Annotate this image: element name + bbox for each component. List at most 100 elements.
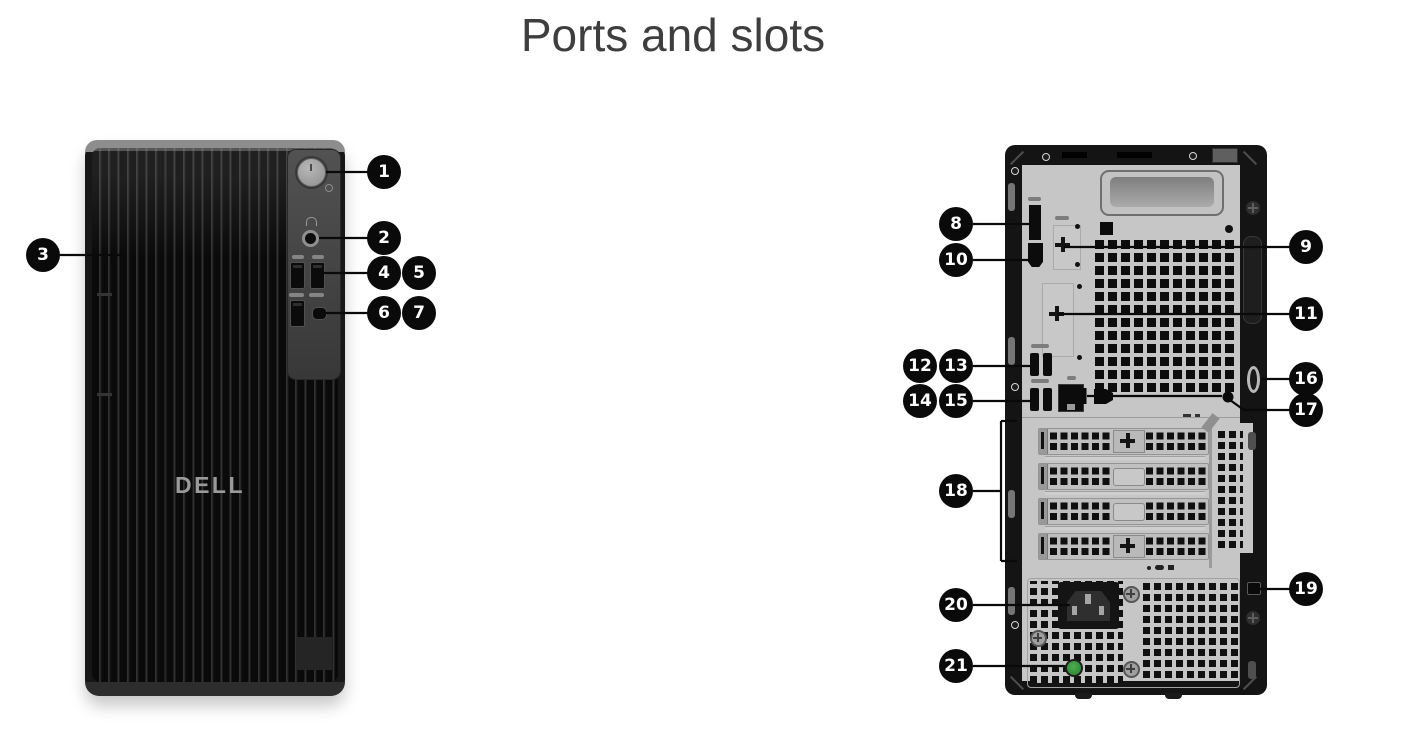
square-vent — [1100, 222, 1113, 235]
callout-20: 20 — [939, 588, 973, 622]
rear-vent-grid — [1095, 240, 1234, 392]
rear-usb-port-15 — [1043, 388, 1052, 411]
psu-mark — [1168, 565, 1174, 570]
frame-slot — [1248, 661, 1256, 679]
headset-icon — [306, 217, 317, 226]
callout-12: 12 — [903, 349, 937, 383]
slot-separator — [1045, 526, 1205, 530]
frame-slot — [1008, 183, 1015, 211]
expansion-slot-4 — [1038, 533, 1209, 560]
psu-outline — [1027, 578, 1240, 688]
top-slot — [1062, 152, 1087, 158]
frame-slot — [1008, 490, 1015, 518]
rear-tower-illustration — [1005, 145, 1267, 699]
front-bottom-edge — [85, 682, 345, 696]
slot-rail — [1209, 423, 1212, 568]
power-diagnostics-led — [1065, 659, 1083, 677]
expansion-slot-3 — [1038, 498, 1209, 525]
slot-perforation — [1146, 537, 1206, 555]
screw — [1042, 153, 1050, 161]
psu-vent-right — [1143, 580, 1238, 678]
divider-mark — [1183, 414, 1191, 417]
slot-separator — [1045, 456, 1205, 460]
slot-cap — [1039, 464, 1048, 489]
usb-a-port-4 — [290, 262, 305, 289]
slot-screw — [1120, 538, 1135, 553]
ethernet-tab — [1067, 404, 1075, 410]
padlock-ring — [1247, 366, 1260, 393]
psu-mark — [1147, 566, 1151, 570]
callout-1: 1 — [367, 155, 401, 189]
frame-slot — [1008, 337, 1015, 365]
rear-usb-port-14 — [1030, 388, 1039, 411]
psu-mark — [1155, 565, 1164, 570]
screw — [1189, 152, 1197, 160]
slot-screw — [1120, 433, 1135, 448]
rear-usb-port-13 — [1043, 353, 1052, 376]
thumbscrew — [1246, 201, 1260, 215]
expansion-slot-2 — [1038, 463, 1209, 490]
screw-hole — [1077, 355, 1082, 360]
callout-7: 7 — [402, 296, 436, 330]
slot-cap — [1039, 534, 1048, 559]
slot-perforation — [1146, 502, 1206, 520]
slot-cap — [1039, 429, 1048, 454]
thumbscrew — [1246, 611, 1260, 625]
video-marking — [1055, 216, 1069, 220]
screw — [1011, 621, 1019, 629]
chassis-seam — [97, 393, 112, 396]
power-button — [297, 158, 326, 187]
usb-a-port-5 — [310, 262, 325, 289]
callout-3: 3 — [26, 238, 60, 272]
slot-perforation — [1050, 502, 1110, 520]
rear-usb-port-12 — [1030, 353, 1039, 376]
rear-panel-extension — [1240, 423, 1253, 553]
usb-a-port-6 — [290, 300, 305, 327]
frame-slot — [1008, 587, 1015, 615]
screw-hole — [1077, 284, 1082, 289]
slot-tab — [1113, 503, 1145, 521]
callout-16: 16 — [1289, 362, 1323, 396]
dp-marking — [1028, 197, 1041, 201]
psu-screw — [1123, 661, 1140, 678]
foot — [1075, 693, 1092, 699]
slot-perforation — [1050, 467, 1110, 485]
front-label-patch — [297, 637, 332, 670]
screw-hole — [1225, 225, 1233, 233]
callout-13: 13 — [939, 349, 973, 383]
psu-screw — [1123, 586, 1140, 603]
screw — [1011, 167, 1019, 175]
callout-15: 15 — [939, 384, 973, 418]
usb-icon — [292, 255, 304, 259]
slot-cap — [1039, 499, 1048, 524]
displayport — [1029, 205, 1041, 240]
power-pin — [1085, 594, 1091, 604]
callout-17: 17 — [1289, 393, 1323, 427]
hdmi-port — [1028, 243, 1043, 267]
dell-logo: DELL — [174, 472, 246, 498]
cover-latch — [1243, 236, 1262, 324]
frame-slot — [1248, 432, 1256, 450]
rear-handle — [1100, 170, 1224, 216]
power-pin — [1072, 606, 1077, 615]
screw-hole — [1075, 262, 1080, 267]
network-icon — [1067, 376, 1076, 380]
callout-11: 11 — [1289, 297, 1323, 331]
power-icon — [325, 184, 333, 192]
usb-marking — [1031, 344, 1049, 348]
callout-10: 10 — [939, 243, 973, 277]
psu-screw — [1030, 630, 1047, 647]
callout-8: 8 — [939, 207, 973, 241]
slot-perforation — [1050, 432, 1110, 450]
expansion-slot-1 — [1038, 428, 1209, 455]
page-title: Ports and slots — [520, 9, 826, 61]
side-vent-column — [1218, 428, 1243, 548]
callout-9: 9 — [1289, 230, 1323, 264]
usb-marking — [1031, 379, 1049, 383]
callout-19: 19 — [1289, 572, 1323, 606]
usb10gbps-icon — [309, 293, 324, 297]
rear-handle-recess — [1110, 177, 1214, 207]
callout-2: 2 — [367, 221, 401, 255]
foot — [1165, 693, 1182, 699]
